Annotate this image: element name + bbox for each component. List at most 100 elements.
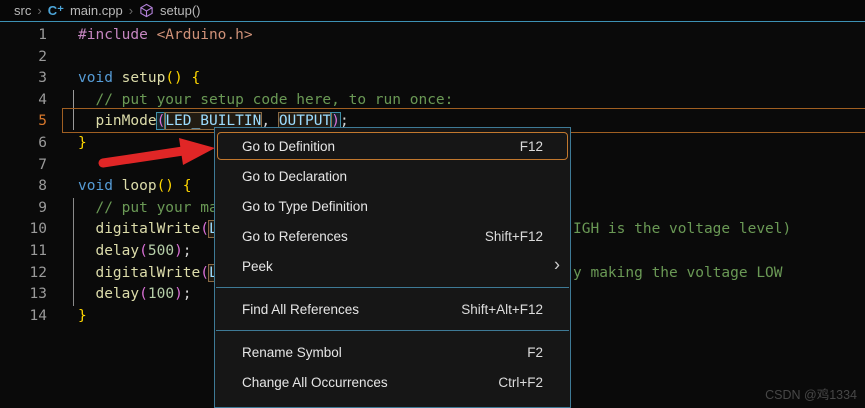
breadcrumb-item-symbol[interactable]: setup() [160,3,201,18]
code-line[interactable]: 8 void loop() { [0,176,865,198]
menu-item-label: Go to Type Definition [242,198,368,214]
line-number[interactable]: 6 [38,134,47,151]
code-token: OUTPUT [277,112,333,131]
line-number[interactable]: 12 [29,264,47,281]
code-line[interactable]: 6} [0,133,865,155]
code-line[interactable]: 10 digitalWrite(L IGH is the voltage leve… [0,219,865,241]
line-number[interactable]: 8 [38,178,47,195]
code-token: digitalWrite [95,264,201,281]
code-token: <Arduino.h> [156,27,253,43]
line-number[interactable]: 4 [38,91,47,108]
code-token [78,286,95,302]
watermark: CSDN @鸡1334 [765,388,857,402]
menu-item-label: Find All References [242,301,360,317]
indent-guide [73,90,74,130]
menu-item-shortcut: Ctrl+F2 [498,374,543,390]
breadcrumb: src › C⁺ main.cpp › setup() [0,0,865,22]
code-token: ( [200,264,209,281]
breadcrumb-item-file[interactable]: main.cpp [69,3,123,18]
code-token: ) [330,112,341,131]
code-line[interactable]: 2 [0,47,865,69]
menu-item-shortcut: F2 [527,344,543,360]
indent-guide [73,198,74,306]
chevron-right-icon: › [37,3,42,18]
code-token: digitalWrite [95,221,201,238]
cpp-file-icon: C⁺ [47,3,64,18]
code-token: IGH is the voltage level) [573,221,792,238]
line-number[interactable]: 10 [29,221,47,238]
menu-item-label: Go to Definition [242,138,336,154]
line-number[interactable]: 3 [38,70,47,87]
symbol-cube-icon [139,3,154,18]
code-line[interactable]: 12 digitalWrite(Ly making the voltage LO… [0,263,865,285]
menu-item-shortcut: Shift+Alt+F [476,405,543,408]
code-token: ; [182,286,192,303]
menu-item-shortcut: F12 [519,138,543,154]
line-number[interactable]: 2 [38,48,47,65]
code-line[interactable]: 13 delay(100); [0,284,865,306]
menu-item-go-to-declaration[interactable]: Go to Declaration [215,161,570,191]
menu-item-label: Go to Declaration [242,168,348,184]
code-line[interactable]: 5 pinMode(LED_BUILTIN, OUTPUT); [0,111,865,133]
code-token: setup [121,70,166,87]
code-token: #include [78,27,148,43]
breadcrumb-item-src[interactable]: src [14,3,32,18]
code-token: ( [155,112,167,131]
code-line[interactable]: 9 // put your ma [0,198,865,220]
code-token: ( [200,221,209,238]
code-token: void [78,70,113,87]
code-token: y making the voltage LOW [573,264,783,281]
menu-item-shortcut: Shift+Alt+F12 [461,301,543,317]
menu-separator [216,287,569,288]
code-token [113,70,122,86]
code-token: ; [339,113,349,130]
code-token: L [207,220,219,239]
code-token [78,265,95,281]
menu-item-shortcut: Shift+F12 [484,228,543,244]
code-line[interactable]: 4 // put your setup code here, to run on… [0,90,865,112]
line-number[interactable]: 5 [38,113,47,130]
code-token [113,178,122,194]
code-line[interactable]: 3 void setup() { [0,68,865,90]
menu-item-label: Change All Occurrences [242,374,388,390]
code-token: () { [165,70,201,87]
code-token: // put your setup code here, to run once… [78,91,454,108]
code-token: delay [95,242,140,259]
menu-item-go-to-definition[interactable]: Go to Definition F12 [215,131,570,161]
code-token [148,27,157,43]
menu-separator [216,330,569,331]
code-line[interactable]: 11 delay(500); [0,241,865,263]
code-token: 500 [147,242,175,259]
menu-item-label: Peek [242,258,273,274]
line-number[interactable]: 13 [29,286,47,303]
chevron-right-icon: › [128,3,134,18]
line-number[interactable]: 14 [29,307,47,324]
code-token: } [78,134,87,151]
code-token: void [78,178,113,195]
code-token: } [78,307,87,324]
menu-item-change-all-occurrences[interactable]: Change All Occurrences Ctrl+F2 [215,367,570,397]
code-line[interactable]: 7 [0,155,865,177]
menu-item-go-to-type-definition[interactable]: Go to Type Definition [215,191,570,221]
code-line[interactable]: 1 #include <Arduino.h> [0,25,865,47]
menu-item-label: Format Document [242,405,350,408]
code-token: () { [156,178,192,195]
code-token: loop [121,178,157,195]
code-token: ) [174,286,183,303]
line-number[interactable]: 7 [38,156,47,173]
code-token: ( [139,286,148,303]
line-number[interactable]: 9 [38,199,47,216]
menu-item-format-document[interactable]: Format Document Shift+Alt+F [215,397,570,408]
code-token: ; [182,242,192,259]
line-number[interactable]: 1 [38,27,47,43]
code-token: L [207,263,219,282]
menu-item-find-all-references[interactable]: Find All References Shift+Alt+F12 [215,294,570,324]
context-menu: Go to Definition F12 Go to Declaration Go t… [214,127,571,408]
code-line[interactable]: 14} [0,306,865,328]
line-number[interactable]: 11 [29,242,47,259]
menu-item-peek[interactable]: Peek› [215,251,570,281]
